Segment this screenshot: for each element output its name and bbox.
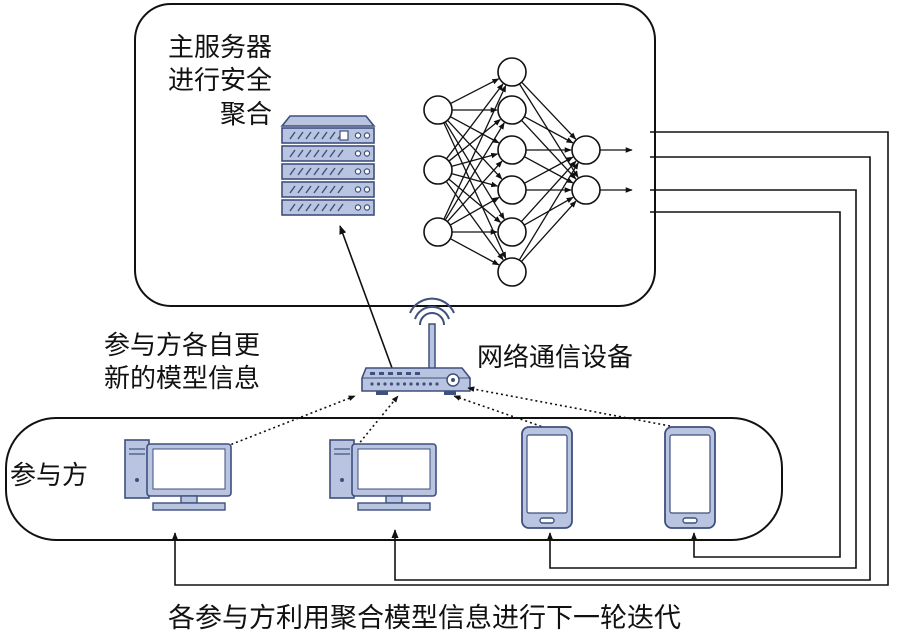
- rack-unit: [281, 163, 375, 180]
- server-title-line-3: 聚合: [220, 99, 273, 130]
- neural-network-icon: [423, 57, 633, 287]
- router-label: 网络通信设备: [477, 343, 634, 373]
- nn-node: [497, 257, 527, 287]
- nn-edge: [520, 200, 577, 263]
- wifi-router-icon: [361, 297, 471, 395]
- nn-node: [497, 175, 527, 205]
- nn-edge: [445, 83, 504, 160]
- upload-arrow-2: [356, 395, 399, 447]
- smartphone-icon: [664, 426, 716, 529]
- upload-arrows: [221, 386, 671, 449]
- nn-node: [571, 135, 601, 165]
- upload-arrow-3: [453, 395, 547, 429]
- upload-arrow-1: [221, 395, 356, 449]
- server-title: 主服务器 进行安全 聚合: [168, 32, 272, 132]
- nn-edge: [451, 152, 499, 167]
- nn-node: [497, 95, 527, 125]
- nn-edge: [524, 116, 574, 144]
- bottom-caption: 各参与方利用聚合模型信息进行下一轮迭代: [168, 603, 681, 634]
- rack-unit: [281, 145, 375, 162]
- nn-node: [497, 217, 527, 247]
- nn-edge: [451, 173, 499, 188]
- nn-edge: [449, 196, 500, 226]
- nn-edge: [447, 119, 503, 180]
- upload-arrow-4: [467, 386, 671, 427]
- nn-edge: [448, 118, 501, 162]
- nn-edge: [448, 178, 502, 223]
- nn-node: [497, 57, 527, 87]
- server-rack-icon: [280, 115, 376, 216]
- nn-edge: [520, 160, 577, 223]
- nn-edge: [446, 160, 503, 223]
- nn-edge: [518, 162, 579, 261]
- server-title-line-1: 主服务器: [168, 33, 273, 63]
- rack-unit: [281, 199, 375, 216]
- participants-label: 参与方: [10, 461, 89, 491]
- nn-edge: [524, 156, 574, 184]
- router-to-server-arrow: [339, 225, 393, 369]
- feedback-line-1: [171, 131, 889, 586]
- upload-note-line-1: 参与方各自更: [104, 331, 261, 361]
- feedback-line-3: [546, 189, 857, 569]
- upload-note-line-2: 新的模型信息: [104, 364, 261, 395]
- nn-edge: [450, 78, 500, 105]
- nn-node: [497, 135, 527, 165]
- nn-node: [571, 175, 601, 205]
- nn-edge: [521, 81, 577, 140]
- feedback-line-2: [391, 156, 871, 581]
- feedback-line-4: [650, 211, 841, 558]
- upload-note: 参与方各自更 新的模型信息: [104, 330, 260, 397]
- nn-node: [423, 155, 453, 185]
- nn-node: [423, 217, 453, 247]
- nn-node: [423, 95, 453, 125]
- desktop-computer-icon: [329, 439, 437, 511]
- nn-edge: [443, 84, 507, 220]
- nn-edge: [450, 238, 500, 266]
- server-title-line-2: 进行安全: [168, 66, 273, 97]
- smartphone-icon: [521, 426, 573, 529]
- rack-unit: [281, 127, 375, 144]
- feedback-lines: [171, 131, 889, 586]
- nn-edge: [444, 122, 505, 221]
- nn-edge: [450, 116, 500, 144]
- desktop-computer-icon: [124, 439, 232, 511]
- rack-unit: [281, 181, 375, 198]
